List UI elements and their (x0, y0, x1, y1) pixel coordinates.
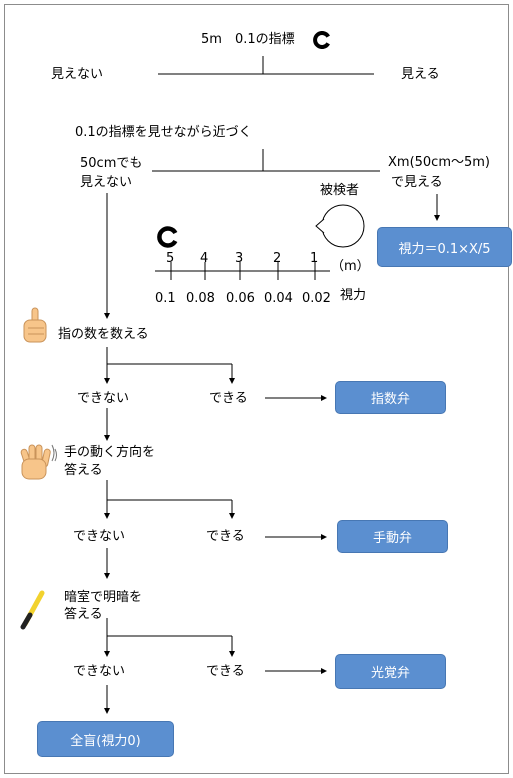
eye-icon (315, 204, 365, 248)
finger-hand-icon (23, 307, 47, 343)
target-label: 0.1の指標 (235, 32, 295, 47)
light-label-line2: 答える (64, 607, 103, 622)
landolt-ring-icon (313, 31, 330, 49)
light-no-label: できない (73, 664, 126, 679)
hand-no-label: できない (73, 529, 126, 544)
distance-label: 5m (201, 32, 222, 47)
scale-acuity: 0.06 (226, 291, 255, 306)
hand-yes-label: できる (206, 529, 245, 544)
scale-distance: 1 (310, 251, 319, 266)
hand-label-line2: 答える (64, 463, 103, 478)
approach-success-line1: Xm(50cm〜5m) (388, 155, 491, 170)
counting-no-label: できない (77, 391, 130, 406)
counting-yes-label: できる (209, 391, 248, 406)
scale-distance: 2 (273, 251, 282, 266)
top-cannot-see-label: 見えない (51, 67, 104, 82)
scale-distance: 5 (166, 251, 175, 266)
waving-hand-icon (20, 444, 57, 480)
approach-success-line2: で見える (391, 175, 443, 190)
diagram-frame (4, 4, 509, 774)
light-yes-label: できる (206, 664, 245, 679)
approach-fail-line2: 見えない (80, 175, 133, 190)
scale-acuity: 0.08 (186, 291, 215, 306)
counting-label: 指の数を数える (58, 327, 149, 342)
scale-acuity: 0.1 (155, 291, 176, 306)
scale-acuity: 0.04 (264, 291, 293, 306)
penlight-icon (20, 590, 45, 630)
light-label-line1: 暗室で明暗を (64, 590, 143, 605)
approach-fail-line1: 50cmでも (80, 156, 143, 171)
hand-result-box: 手動弁 (337, 520, 448, 553)
scale-unit: （m） (331, 259, 370, 274)
light-result-box: 光覚弁 (335, 654, 446, 689)
landolt-ring-icon (157, 226, 178, 248)
scale-acuity: 0.02 (302, 291, 331, 306)
top-can-see-label: 見える (401, 67, 440, 82)
scale-distance: 3 (235, 251, 244, 266)
acuity-result-box: 視力＝0.1×X/5 (377, 227, 512, 267)
scale-acuity-label: 視力 (340, 288, 367, 303)
counting-result-box: 指数弁 (335, 381, 446, 414)
scale-distance: 4 (200, 251, 209, 266)
final-result-box: 全盲(視力0) (37, 721, 174, 757)
subject-label: 被検者 (320, 183, 360, 198)
approach-label: 0.1の指標を見せながら近づく (75, 125, 252, 140)
hand-label-line1: 手の動く方向を (64, 445, 156, 460)
